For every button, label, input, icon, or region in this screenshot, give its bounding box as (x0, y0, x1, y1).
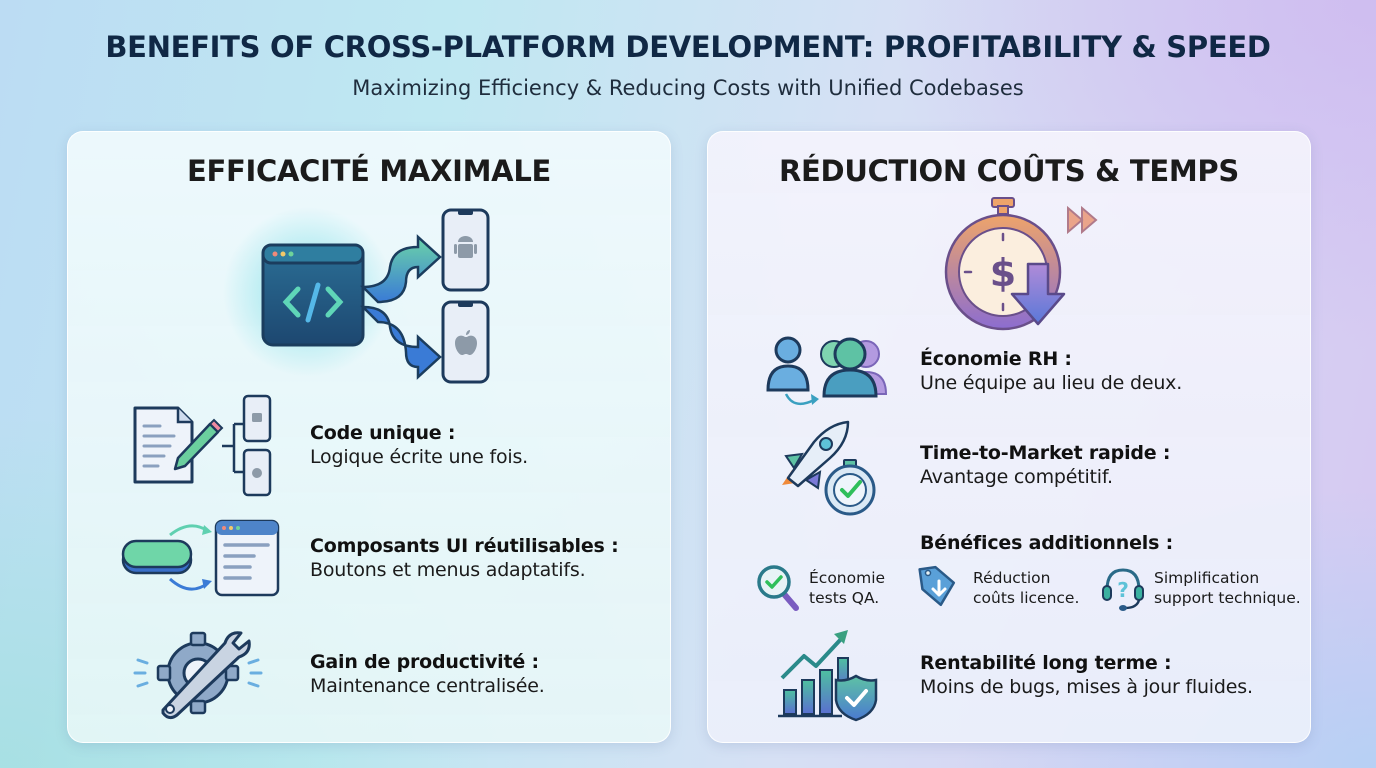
item-title: Gain de productivité : (310, 651, 539, 673)
item-desc: Logique écrite une fois. (310, 446, 528, 468)
code-unique-item: Code unique : Logique écrite une fois. (310, 422, 528, 468)
svg-text:?: ? (1117, 578, 1129, 602)
item-line2: support technique. (1154, 589, 1301, 607)
headset-question-icon: ? (1101, 566, 1145, 612)
efficiency-panel: EFFICACITÉ MAXIMALE (67, 131, 671, 743)
price-tag-down-icon (918, 565, 958, 611)
long-term-profitability-item: Rentabilité long terme : Moins de bugs, … (920, 652, 1253, 698)
item-line1: Réduction (973, 569, 1051, 587)
rocket-stopwatch-icon (774, 420, 884, 520)
productivity-item: Gain de productivité : Maintenance centr… (310, 651, 545, 697)
magnifier-check-icon (756, 564, 802, 612)
page-title: BENEFITS OF CROSS-PLATFORM DEVELOPMENT: … (105, 30, 1271, 64)
item-desc: Boutons et menus adaptatifs. (310, 559, 586, 581)
team-users-icon (764, 332, 894, 412)
item-line1: Simplification (1154, 569, 1260, 587)
item-line2: tests QA. (809, 589, 880, 607)
additional-benefits-title: Bénéfices additionnels : (920, 532, 1173, 554)
item-title: Rentabilité long terme : (920, 652, 1172, 674)
item-desc: Une équipe au lieu de deux. (920, 372, 1183, 394)
item-title: Code unique : (310, 422, 456, 444)
qa-savings-item: Économie tests QA. (809, 568, 885, 608)
license-savings-item: Réduction coûts licence. (973, 568, 1079, 608)
svg-text:$: $ (990, 251, 1016, 295)
cost-time-panel-title: RÉDUCTION COÛTS & TEMPS (779, 154, 1239, 188)
document-pencil-to-devices-icon (130, 394, 280, 497)
support-simplification-item: Simplification support technique. (1154, 568, 1301, 608)
gear-wrench-icon (133, 625, 273, 720)
item-line1: Économie (809, 569, 886, 587)
item-line2: coûts licence. (973, 589, 1080, 607)
stopwatch-dollar-down-arrow-icon: $ (940, 196, 1110, 336)
reusable-ui-components-icon (120, 517, 285, 599)
time-to-market-item: Time-to-Market rapide : Avantage compéti… (920, 442, 1170, 488)
growth-chart-shield-icon (776, 624, 878, 722)
item-desc: Maintenance centralisée. (310, 675, 545, 697)
item-title: Économie RH : (920, 348, 1072, 370)
efficiency-panel-title: EFFICACITÉ MAXIMALE (186, 154, 552, 188)
code-window-to-android-and-ios-icon (218, 207, 508, 387)
item-title: Time-to-Market rapide : (920, 442, 1171, 464)
item-desc: Moins de bugs, mises à jour fluides. (920, 676, 1253, 698)
item-desc: Avantage compétitif. (920, 466, 1113, 488)
page-subtitle: Maximizing Efficiency & Reducing Costs w… (352, 76, 1024, 100)
item-title: Composants UI réutilisables : (310, 535, 619, 557)
hr-savings-item: Économie RH : Une équipe au lieu de deux… (920, 348, 1182, 394)
cost-time-panel: RÉDUCTION COÛTS & TEMPS $ (707, 131, 1311, 743)
reusable-ui-item: Composants UI réutilisables : Boutons et… (310, 535, 619, 581)
